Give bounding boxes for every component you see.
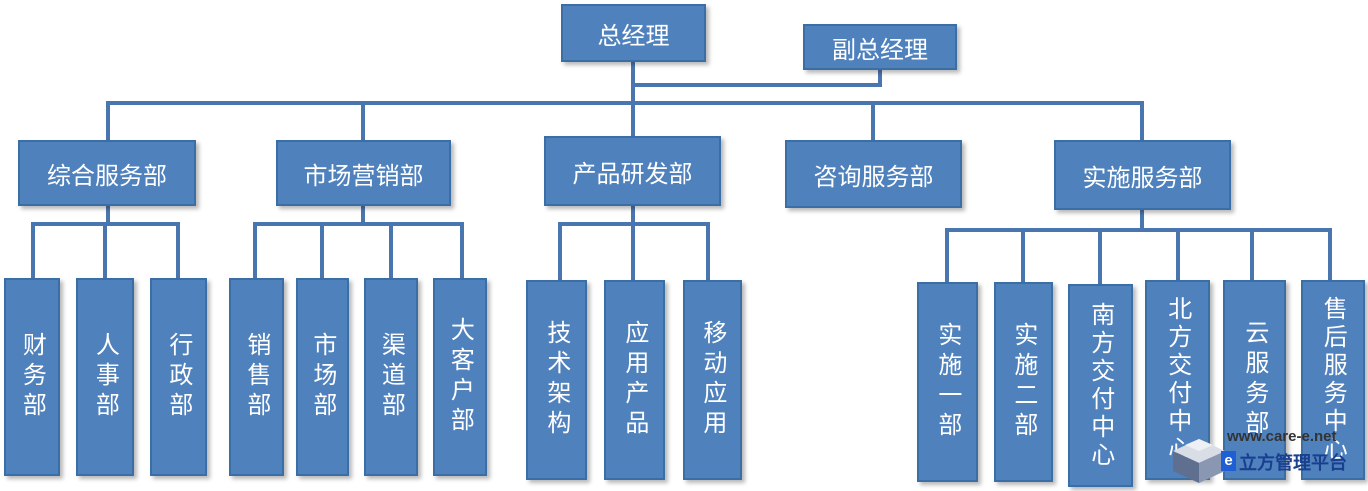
cube-logo-icon xyxy=(1173,439,1225,483)
node-tech-architecture: 技术架构 xyxy=(526,280,587,480)
watermark-e-icon: e xyxy=(1221,451,1236,471)
node-dept-consulting: 咨询服务部 xyxy=(785,140,962,208)
node-general-manager: 总经理 xyxy=(561,4,706,62)
node-channel: 渠道部 xyxy=(364,278,418,476)
node-finance: 财务部 xyxy=(4,278,60,476)
node-south-delivery-center: 南方交付中心 xyxy=(1068,284,1133,487)
node-dept-implementation: 实施服务部 xyxy=(1054,140,1231,210)
node-after-sales-center: 售后服务中心 xyxy=(1301,280,1365,480)
watermark-brand-name: 立方管理平台 xyxy=(1239,453,1347,474)
node-hr: 人事部 xyxy=(76,278,134,476)
node-application-products: 应用产品 xyxy=(604,280,665,480)
node-general-manager-label: 总经理 xyxy=(597,21,670,50)
node-deputy-general-manager: 副总经理 xyxy=(803,24,957,70)
node-sales: 销售部 xyxy=(229,278,284,476)
node-cloud-services: 云服务部 xyxy=(1223,280,1286,480)
node-north-delivery-center: 北方交付中心 xyxy=(1145,280,1210,480)
watermark-url: www.care-e.net xyxy=(1227,428,1337,445)
node-key-account: 大客户部 xyxy=(433,278,487,476)
node-market: 市场部 xyxy=(296,278,349,476)
node-implementation-1: 实施一部 xyxy=(917,282,978,482)
node-dept-product-rd: 产品研发部 xyxy=(544,136,721,206)
watermark: www.care-e.net e 立方管理平台 xyxy=(1165,425,1365,487)
node-implementation-2: 实施二部 xyxy=(994,282,1053,482)
node-admin: 行政部 xyxy=(150,278,207,476)
node-deputy-general-manager-label: 副总经理 xyxy=(832,35,928,64)
node-mobile-apps: 移动应用 xyxy=(683,280,742,480)
node-dept-general-services: 综合服务部 xyxy=(18,140,196,206)
node-dept-marketing: 市场营销部 xyxy=(276,140,451,206)
